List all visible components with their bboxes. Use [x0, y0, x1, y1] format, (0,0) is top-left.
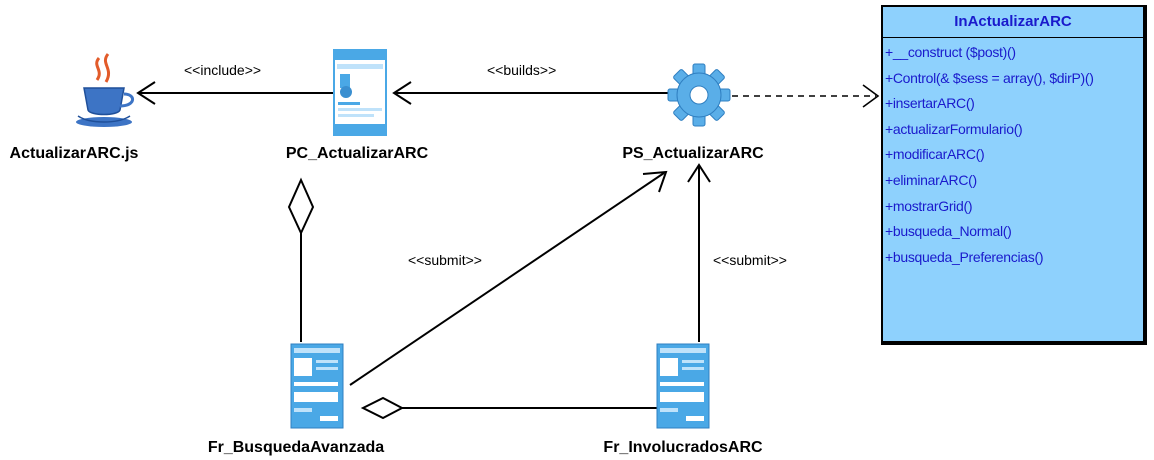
include-label: <<include>> — [184, 62, 261, 78]
class-operation: +eliminarARC() — [885, 171, 977, 188]
class-operation: +mostrarGrid() — [885, 197, 973, 214]
class-operation: +actualizarFormulario() — [885, 120, 1023, 137]
node-label-fr-busqueda: Fr_BusquedaAvanzada — [208, 439, 384, 456]
form-icon — [290, 343, 344, 429]
submit-right-arrowhead — [687, 163, 711, 183]
class-box: InActualizarARC +__construct ($post)() +… — [881, 5, 1147, 345]
aggregation-fr-diamond — [360, 396, 405, 420]
server-gear-icon — [667, 63, 731, 127]
aggregation-pc-diamond — [287, 177, 315, 236]
submit-left-edge — [349, 172, 665, 386]
realization-arrowhead — [862, 84, 880, 108]
class-name: InActualizarARC — [883, 7, 1143, 38]
builds-arrowhead — [392, 81, 412, 105]
class-operation: +Control(& $sess = array(), $dirP)() — [885, 69, 1094, 86]
client-page-icon — [333, 49, 387, 136]
node-label-fr-involucrados: Fr_InvolucradosARC — [603, 439, 763, 456]
class-operations: +__construct ($post)() +Control(& $sess … — [883, 38, 1143, 270]
submit-right-label: <<submit>> — [713, 252, 787, 268]
submit-left-label: <<submit>> — [408, 252, 482, 268]
form-icon — [656, 343, 710, 429]
class-operation: +busqueda_Preferencias() — [885, 248, 1044, 265]
node-label-pc: PC_ActualizarARC — [286, 145, 429, 162]
class-operation: +__construct ($post)() — [885, 44, 1016, 60]
java-cup-icon — [76, 53, 134, 127]
class-operation: +busqueda_Normal() — [885, 223, 1012, 240]
builds-label: <<builds>> — [487, 62, 556, 78]
node-label-actualizar-js: ActualizarARC.js — [10, 145, 139, 162]
submit-left-arrowhead — [642, 170, 668, 193]
node-label-ps: PS_ActualizarARC — [622, 145, 764, 162]
include-arrowhead — [136, 81, 156, 105]
class-operation: +modificarARC() — [885, 146, 985, 163]
class-operation: +insertarARC() — [885, 95, 975, 112]
